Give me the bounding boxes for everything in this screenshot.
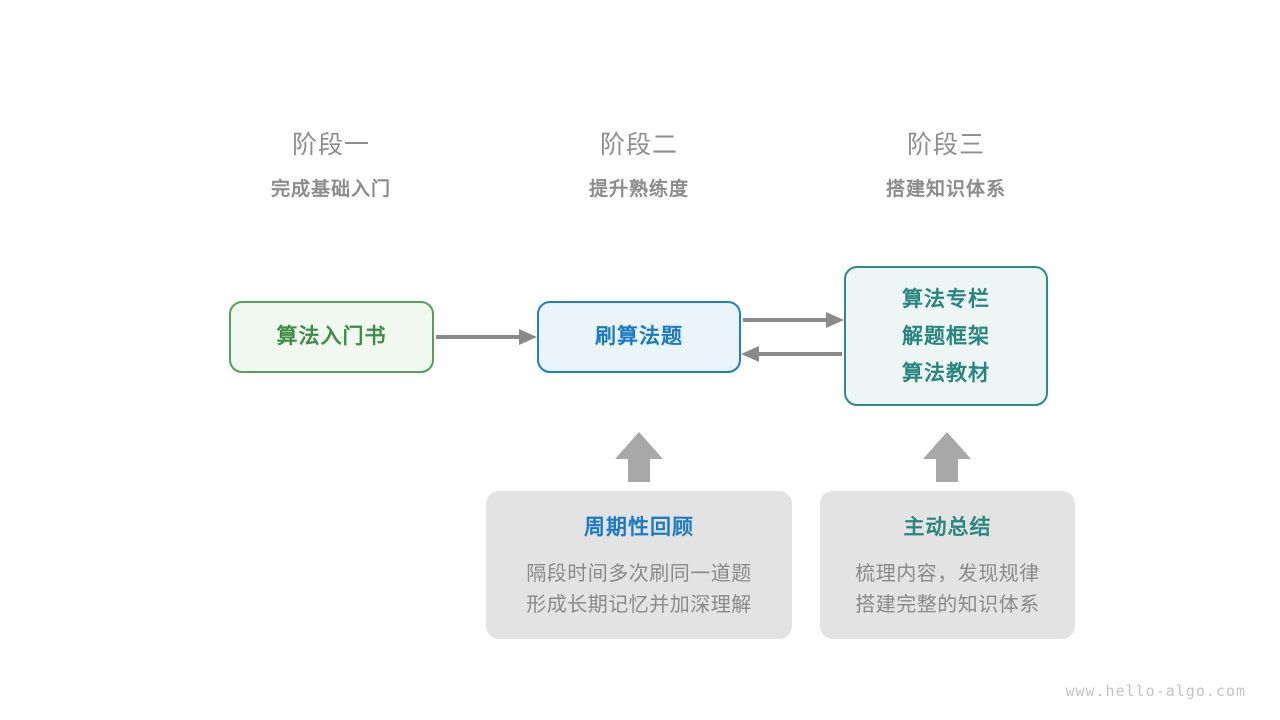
- node-algorithm-intro-book[interactable]: 算法入门书: [229, 301, 434, 373]
- arrow-resources-to-practice-icon: [741, 346, 842, 362]
- phase-2-subtitle: 提升熟练度: [588, 179, 689, 200]
- phase-header-1: 阶段一 完成基础入门: [201, 128, 461, 205]
- phase-header-3: 阶段三 搭建知识体系: [816, 128, 1076, 205]
- node-resources-line-3: 算法教材: [902, 361, 990, 385]
- node-book-label: 算法入门书: [276, 325, 387, 348]
- arrow-review-to-practice-icon: [615, 432, 663, 482]
- note-card-periodic-review[interactable]: 周期性回顾 隔段时间多次刷同一道题 形成长期记忆并加深理解: [486, 491, 792, 639]
- arrow-practice-to-resources-icon: [743, 312, 844, 328]
- node-resources-line-2: 解题框架: [902, 324, 990, 348]
- note-summary-title: 主动总结: [903, 516, 992, 539]
- node-practice-problems[interactable]: 刷算法题: [537, 301, 741, 373]
- arrow-book-to-practice-icon: [436, 329, 537, 345]
- note-card-active-summary[interactable]: 主动总结 梳理内容，发现规律 搭建完整的知识体系: [820, 491, 1075, 639]
- note-summary-body-line-2: 搭建完整的知识体系: [855, 594, 1040, 616]
- phase-3-subtitle: 搭建知识体系: [885, 179, 1006, 200]
- note-review-body: 隔段时间多次刷同一道题 形成长期记忆并加深理解: [526, 559, 752, 621]
- note-review-title: 周期性回顾: [584, 516, 694, 539]
- node-learning-resources[interactable]: 算法专栏 解题框架 算法教材: [844, 266, 1048, 406]
- arrow-summary-to-resources-icon: [923, 432, 971, 482]
- phase-header-2: 阶段二 提升熟练度: [509, 128, 769, 205]
- note-summary-body: 梳理内容，发现规律 搭建完整的知识体系: [855, 559, 1040, 621]
- note-review-body-line-2: 形成长期记忆并加深理解: [526, 594, 752, 616]
- phase-1-subtitle: 完成基础入门: [270, 179, 391, 200]
- phase-3-title: 阶段三: [906, 131, 985, 159]
- watermark-url: www.hello-algo.com: [1065, 682, 1246, 700]
- node-practice-label: 刷算法题: [595, 325, 683, 348]
- phase-2-title: 阶段二: [599, 131, 678, 159]
- note-summary-body-line-1: 梳理内容，发现规律: [855, 563, 1040, 585]
- node-resources-line-1: 算法专栏: [902, 287, 990, 311]
- note-review-body-line-1: 隔段时间多次刷同一道题: [526, 563, 752, 585]
- phase-1-title: 阶段一: [291, 131, 370, 159]
